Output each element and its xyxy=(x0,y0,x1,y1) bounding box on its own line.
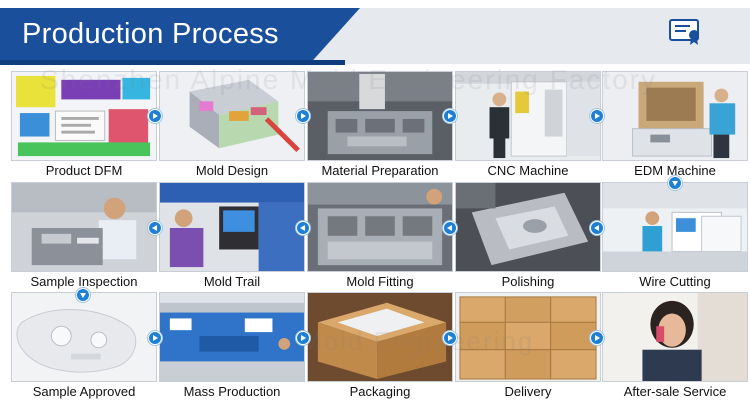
step-label: Mold Design xyxy=(195,163,269,178)
arrow-right-icon xyxy=(148,109,162,123)
sample-part-image xyxy=(11,292,157,382)
phone-support-image xyxy=(602,292,748,382)
certificate-icon xyxy=(668,17,704,45)
page-title: Production Process xyxy=(22,18,279,50)
carton-box-image xyxy=(307,292,453,382)
step-label: Mold Trail xyxy=(203,274,261,289)
step-label: Sample Inspection xyxy=(30,274,138,289)
arrow-right-icon xyxy=(443,331,457,345)
step-label: Wire Cutting xyxy=(639,274,711,289)
dfm-report-image xyxy=(11,71,157,161)
injection-trial-image xyxy=(159,182,305,272)
step-label: Delivery xyxy=(504,384,552,399)
step-label: EDM Machine xyxy=(634,163,716,178)
arrow-down-icon xyxy=(668,176,682,190)
step-label: Sample Approved xyxy=(32,384,136,399)
arrow-right-icon xyxy=(590,109,604,123)
step-label: After-sale Service xyxy=(623,384,727,399)
edm-operator-image xyxy=(602,71,748,161)
header-stripe xyxy=(0,60,345,65)
header-title-band xyxy=(0,8,360,64)
arrow-right-icon xyxy=(590,331,604,345)
arrow-left-icon xyxy=(590,221,604,235)
arrow-right-icon xyxy=(296,331,310,345)
step-label: Material Preparation xyxy=(321,163,439,178)
step-label: Mass Production xyxy=(183,384,281,399)
wire-cut-machines-image xyxy=(602,182,748,272)
step-label: Mold Fitting xyxy=(346,274,414,289)
arrow-right-icon xyxy=(296,109,310,123)
arrow-right-icon xyxy=(148,331,162,345)
cnc-operator-image xyxy=(455,71,601,161)
arrow-down-icon xyxy=(76,288,90,302)
ube-machine-image xyxy=(159,292,305,382)
steel-block-image xyxy=(307,71,453,161)
mold-cad-image xyxy=(159,71,305,161)
arrow-right-icon xyxy=(443,109,457,123)
mold-fitting-image xyxy=(307,182,453,272)
step-label: Polishing xyxy=(501,274,555,289)
arrow-left-icon xyxy=(296,221,310,235)
step-label: CNC Machine xyxy=(487,163,569,178)
arrow-left-icon xyxy=(148,221,162,235)
polished-part-image xyxy=(455,182,601,272)
step-label: Product DFM xyxy=(45,163,123,178)
step-label: Packaging xyxy=(349,384,411,399)
stacked-cartons-image xyxy=(455,292,601,382)
arrow-left-icon xyxy=(443,221,457,235)
inspection-image xyxy=(11,182,157,272)
